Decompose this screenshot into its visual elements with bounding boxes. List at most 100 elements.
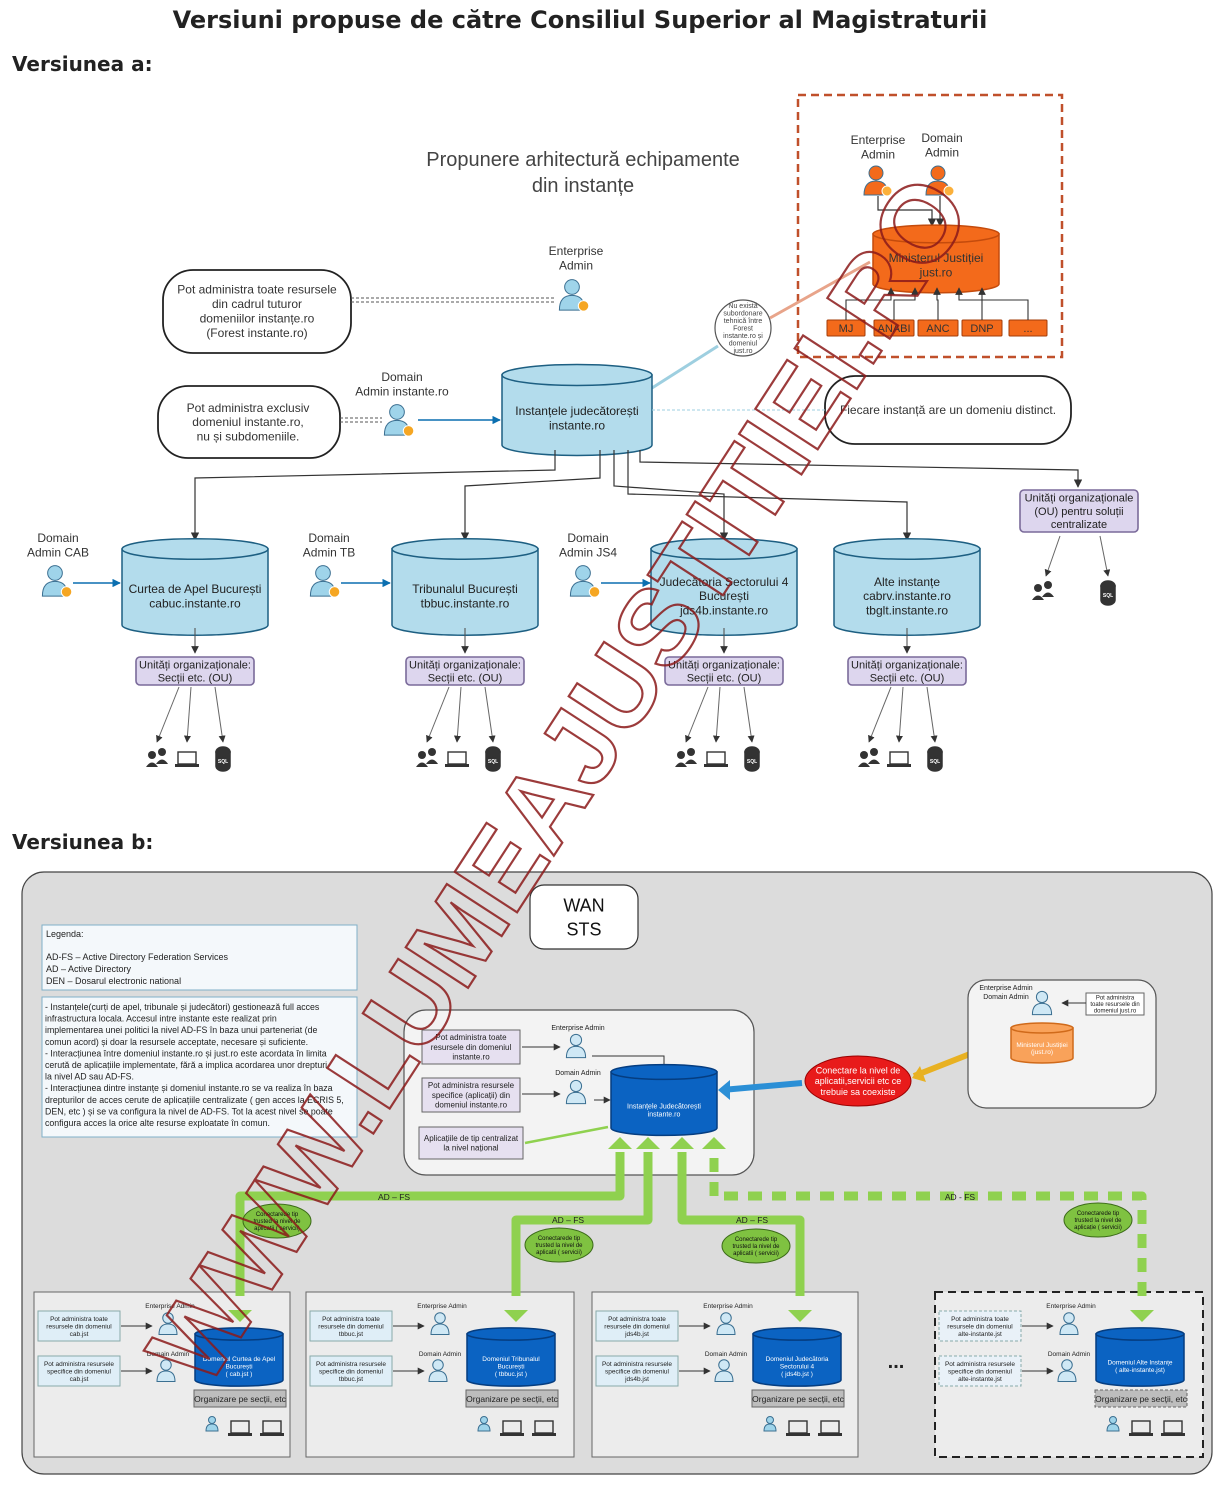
user-head	[1109, 1416, 1117, 1424]
key-badge	[588, 586, 601, 598]
sql-cylinder	[1100, 580, 1116, 606]
notes-line: infrastructura locala. Accesul intre ins…	[45, 1014, 277, 1024]
mj-child-label: ANC	[926, 323, 949, 335]
users-body	[858, 762, 870, 767]
instante-to-court-arrow	[627, 450, 912, 541]
adfs-arrow-head	[504, 1310, 528, 1322]
trust-node-text: trusted la nivel de	[732, 1244, 780, 1250]
domain-note-text: domeniul instante.ro,	[192, 415, 303, 429]
user-body	[430, 1323, 450, 1335]
ou-box-label: Secții etc. (OU)	[687, 672, 762, 684]
cylinder-top	[501, 363, 653, 387]
users-icon	[146, 748, 168, 767]
key-badge	[60, 586, 73, 598]
mj-database-label: just.ro	[919, 265, 953, 279]
wan-sts-label: WAN	[563, 895, 604, 915]
domain-admin-label: Domain Admin	[419, 1351, 462, 1358]
domain-database-label: Sectorului 4	[780, 1363, 815, 1370]
enterprise-admin-icon	[558, 279, 590, 312]
just-box-text: domeniul just.ro	[1094, 1009, 1137, 1015]
central-ou-to-sql-arrow	[1099, 535, 1111, 577]
cylinder-top	[872, 224, 1000, 244]
ou-to-resource-arrow	[214, 686, 226, 743]
subordonare-note	[714, 299, 772, 357]
subordonare-text: Nu există	[728, 303, 757, 310]
domain-admin-label: Admin instante.ro	[355, 384, 449, 398]
domain-database-label: București	[497, 1363, 524, 1370]
cylinder-body	[752, 1333, 842, 1387]
ou-box-label: Secții etc. (OU)	[428, 672, 503, 684]
court-database	[650, 538, 798, 636]
user-head	[569, 1033, 583, 1047]
ou-to-resource-arrow	[426, 686, 450, 743]
cylinder-body	[610, 1071, 718, 1137]
mj-region	[796, 93, 1064, 359]
enterprise-admin-icon	[158, 1312, 178, 1335]
cylinder-top	[215, 746, 231, 758]
domain-box-specific	[595, 1355, 679, 1387]
user-head	[564, 279, 580, 295]
domain-box-specific-text: specifice din domeniul	[605, 1368, 670, 1375]
domain-admin-icon	[925, 165, 955, 197]
wan-sts-label: STS	[566, 919, 601, 939]
central-ou-label: Unități organizaționale	[1025, 493, 1134, 505]
laptop-screen	[177, 751, 197, 765]
domain-admin-icon	[383, 404, 415, 437]
notes-box	[41, 996, 358, 1138]
enterprise-admin-label: Admin	[861, 147, 895, 161]
cylinder-top	[610, 1063, 718, 1081]
user-body	[1106, 1423, 1120, 1432]
key-badge	[943, 185, 955, 197]
domain-box-specific-text: specifice din domeniul	[47, 1368, 112, 1375]
forest-note-text: domeniilor instanțe.ro	[200, 311, 315, 325]
cylinder-top	[194, 1327, 284, 1341]
laptop-screen	[889, 751, 909, 765]
notes-line: drepturilor de acces cerute de aplicații…	[45, 1095, 344, 1105]
domain-box-specific-text: Pot administra resursele	[44, 1361, 114, 1368]
user-icon	[1106, 1416, 1120, 1432]
domain-database	[194, 1327, 284, 1387]
users-icon	[416, 748, 438, 767]
domain-database-label: Domeniul Judecătoria	[766, 1356, 829, 1363]
cylinder-top	[121, 538, 269, 560]
domain-admin-label: Domain Admin	[147, 1351, 190, 1358]
diagram-title: din instanțe	[532, 175, 634, 197]
adfs-arrow-head	[228, 1310, 252, 1322]
sql-label: SQL	[488, 759, 498, 765]
wan-sts-box	[529, 884, 639, 950]
notes-line: DEN, etc ) și se va configura la nivel d…	[45, 1106, 333, 1116]
cylinder-body	[650, 548, 798, 636]
user-head	[162, 1312, 174, 1324]
central-box-all-text: Pot administra toate	[435, 1033, 507, 1042]
laptop-base	[704, 764, 728, 767]
desktop-icon	[786, 1420, 810, 1436]
forest-note-text: Pot administra toate resursele	[177, 283, 337, 297]
instante-to-court-arrow	[613, 450, 729, 541]
user-head	[569, 1079, 583, 1093]
adfs-label: AD – FS	[378, 1192, 410, 1202]
domain-box-all-text: resursele din domeniul	[46, 1323, 112, 1330]
laptop-base	[532, 1433, 556, 1436]
separator-line	[651, 344, 719, 390]
mj-child-arrow	[933, 287, 941, 320]
users-body	[416, 762, 428, 767]
enterprise-admin-label: Enterprise Admin	[551, 1025, 604, 1032]
domain-admin-icon	[156, 1359, 176, 1382]
instante-to-court-arrow	[190, 450, 556, 541]
enterprise-admin-label: Enterprise Admin	[145, 1303, 195, 1310]
user-head	[718, 1359, 730, 1371]
domain-box-specific-text: Pot administra resursele	[945, 1361, 1015, 1368]
forest-note-text: (Forest instante.ro)	[206, 326, 307, 340]
court-admin-label: Domain	[37, 531, 78, 545]
user-head	[575, 565, 591, 581]
mj-child-label: ...	[1023, 323, 1032, 335]
domain-admin-label: Domain Admin	[983, 994, 1029, 1001]
court-admin-icon	[309, 565, 341, 598]
domain-box-specific-text: cab.jst	[70, 1376, 89, 1383]
mj-child-arrow	[893, 287, 919, 320]
trust-node	[1063, 1202, 1133, 1238]
central-ou-label: centralizate	[1051, 519, 1107, 531]
user-head	[1061, 1359, 1073, 1371]
domain-box-all-text: Pot administra toate	[951, 1316, 1009, 1323]
domain-box-all	[37, 1310, 121, 1342]
